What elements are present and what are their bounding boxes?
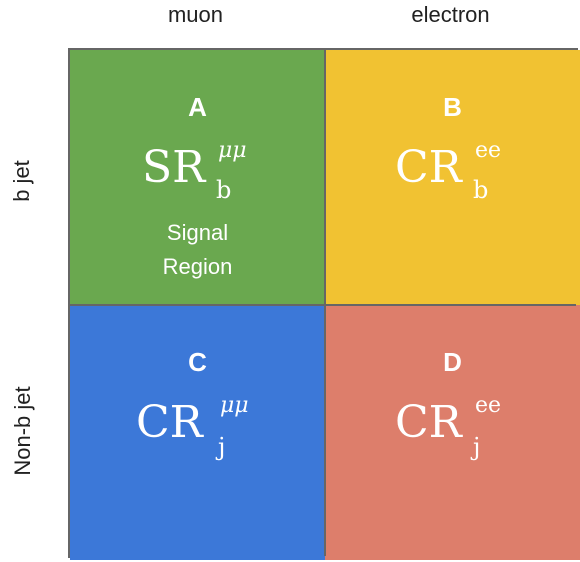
region-subscript: b [216, 176, 232, 204]
region-label: CR μμ j [70, 393, 325, 463]
cell-letter: C [188, 347, 207, 377]
column-label-muon: muon [167, 2, 224, 27]
row-label-b-jet: b jet [9, 160, 34, 202]
horizontal-divider [70, 304, 576, 306]
region-label: CR ee j [325, 393, 580, 463]
region-superscript: ee [475, 393, 502, 418]
region-name: CR [395, 142, 462, 193]
region-superscript: ee [475, 138, 502, 163]
abcd-grid: A SR μμ b Signal Region B CR ee b C CR μ… [68, 48, 580, 560]
region-subscript: j [218, 433, 226, 461]
signal-label-line1: Signal [166, 220, 229, 245]
column-label-electron: electron [411, 2, 490, 27]
cell-letter: A [188, 92, 207, 122]
row-label-non-b-jet: Non-b jet [10, 386, 35, 476]
region-label: CR ee b [325, 138, 580, 208]
signal-label-line2: Region [162, 254, 233, 279]
region-subscript: j [473, 433, 481, 461]
cell-d-control-region: D CR ee j [325, 305, 580, 560]
region-name: SR [142, 142, 206, 193]
vertical-divider [324, 50, 326, 556]
cell-a-signal-region: A SR μμ b Signal Region [70, 50, 325, 305]
cell-letter: B [443, 92, 462, 122]
cell-c-control-region: C CR μμ j [70, 305, 325, 560]
region-name: CR [136, 397, 203, 448]
region-superscript: μμ [218, 138, 247, 163]
region-subscript: b [473, 176, 489, 204]
cell-letter: D [443, 347, 462, 377]
region-superscript: μμ [220, 393, 249, 418]
region-label: SR μμ b [70, 138, 325, 208]
region-name: CR [395, 397, 462, 448]
cell-b-control-region: B CR ee b [325, 50, 580, 305]
